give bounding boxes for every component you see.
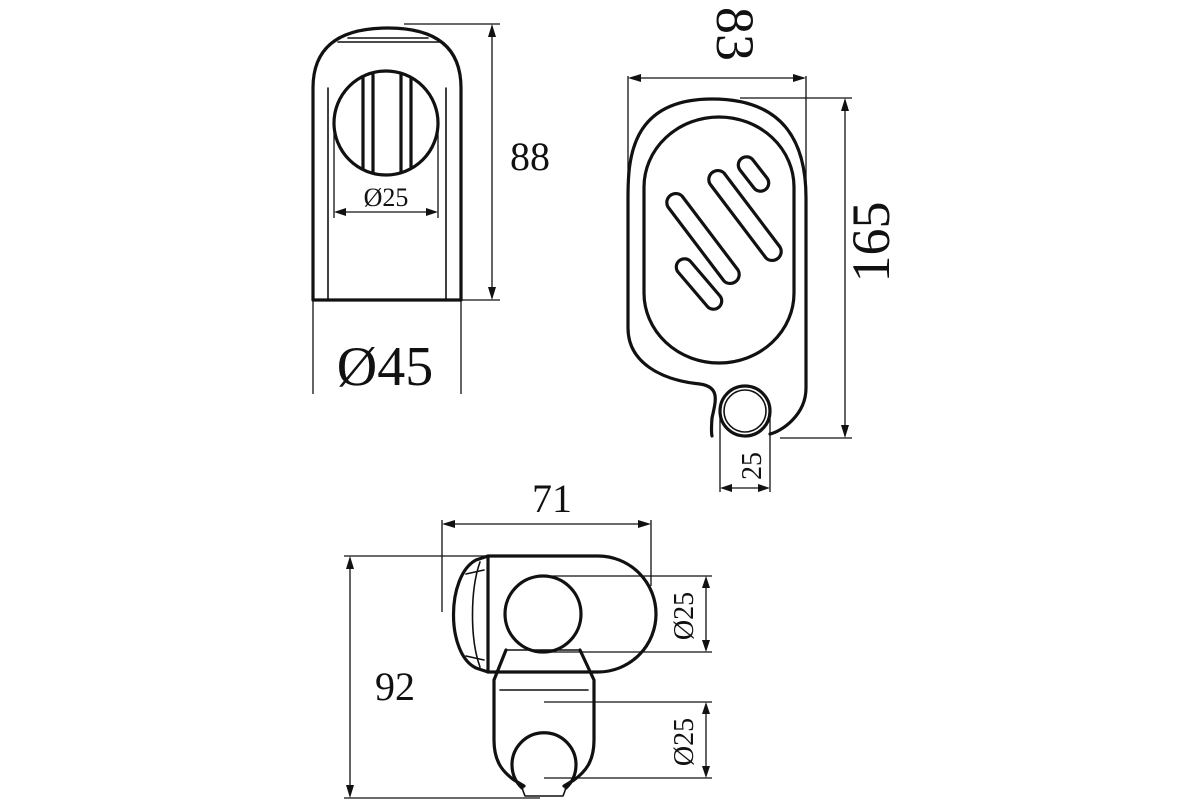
wall-holder-top-groove bbox=[337, 37, 441, 43]
bracket-92-label: 92 bbox=[375, 664, 415, 709]
bracket-end-cap-lines bbox=[465, 561, 485, 668]
bracket-upper-o25-label: Ø25 bbox=[669, 592, 700, 640]
soap-dish-165-arrow-bottom bbox=[841, 425, 849, 438]
soap-dish-25-arrow-left bbox=[720, 484, 732, 492]
soap-dish-25-arrow-right bbox=[758, 484, 770, 492]
soap-dish-165-extension bbox=[740, 97, 852, 439]
bracket-92-extension bbox=[344, 555, 540, 799]
soap-dish-83-label: 83 bbox=[705, 7, 765, 61]
wall-holder-side-lines bbox=[327, 87, 447, 301]
bracket-upper-body bbox=[486, 554, 658, 674]
bracket-upper-o25-arrow-bottom bbox=[702, 640, 710, 652]
wall-holder-88-arrow-top bbox=[488, 24, 496, 37]
slide-bracket-view: 71 92 Ø25 Ø25 bbox=[344, 476, 712, 799]
soap-dish-drain-slots bbox=[665, 155, 783, 311]
soap-dish-83-arrow-right bbox=[793, 74, 806, 82]
bracket-71-label: 71 bbox=[532, 476, 572, 521]
bracket-lower-o25-label: Ø25 bbox=[669, 718, 700, 766]
bracket-lower-o25-extension bbox=[544, 701, 712, 779]
bracket-lower-clamp-inner bbox=[499, 649, 589, 691]
wall-holder-inner-circle bbox=[332, 69, 440, 177]
drain-slot bbox=[665, 191, 741, 286]
soap-dish-25-label: 25 bbox=[737, 452, 768, 480]
wall-holder-slot-lines bbox=[361, 73, 413, 174]
bracket-lower-o25-arrow-bottom bbox=[702, 766, 710, 778]
bracket-lower-hole bbox=[510, 731, 578, 790]
drain-slot bbox=[736, 155, 771, 193]
bracket-lower-clamp bbox=[492, 648, 596, 788]
soap-dish-83-arrow-left bbox=[628, 74, 641, 82]
bracket-upper-o25-arrow-top bbox=[702, 576, 710, 588]
drain-slot bbox=[707, 168, 783, 263]
soap-dish-165-label: 165 bbox=[841, 202, 901, 283]
drain-slot bbox=[674, 257, 724, 311]
soap-dish-83-extension bbox=[627, 76, 807, 190]
soap-dish-inner-tray bbox=[642, 115, 796, 365]
wall-holder-o45-extension bbox=[312, 300, 462, 394]
bracket-lower-hole-notch bbox=[521, 787, 567, 797]
wall-holder-outline bbox=[311, 26, 463, 302]
wall-holder-view: Ø25 88 Ø45 bbox=[311, 23, 550, 398]
soap-dish-165-arrow-top bbox=[841, 98, 849, 111]
wall-holder-o25-arrow-right bbox=[426, 208, 438, 216]
wall-holder-o45-label: Ø45 bbox=[337, 336, 433, 398]
wall-holder-88-label: 88 bbox=[510, 134, 550, 179]
bracket-92-arrow-top bbox=[346, 556, 354, 569]
bracket-92-arrow-bottom bbox=[346, 785, 354, 798]
soap-dish-clamp-ring bbox=[718, 384, 772, 438]
bracket-upper-hole bbox=[503, 574, 583, 654]
wall-holder-o25-label: Ø25 bbox=[364, 183, 409, 212]
soap-dish-25-extension bbox=[719, 418, 771, 492]
bracket-71-extension bbox=[441, 520, 652, 612]
bracket-lower-o25-arrow-top bbox=[702, 702, 710, 714]
wall-holder-o25-arrow-left bbox=[334, 208, 346, 216]
soap-dish-clamp-ring-inner bbox=[723, 389, 767, 433]
wall-holder-88-arrow-bottom bbox=[488, 287, 496, 300]
wall-holder-88-extension bbox=[404, 23, 500, 301]
wall-holder-o25-extension bbox=[333, 123, 439, 218]
bracket-end-cap bbox=[452, 554, 490, 674]
bracket-71-arrow-right bbox=[638, 520, 651, 528]
soap-dish-view: 83 165 25 bbox=[626, 7, 901, 492]
bracket-71-arrow-left bbox=[442, 520, 455, 528]
bracket-upper-o25-extension bbox=[543, 575, 712, 653]
